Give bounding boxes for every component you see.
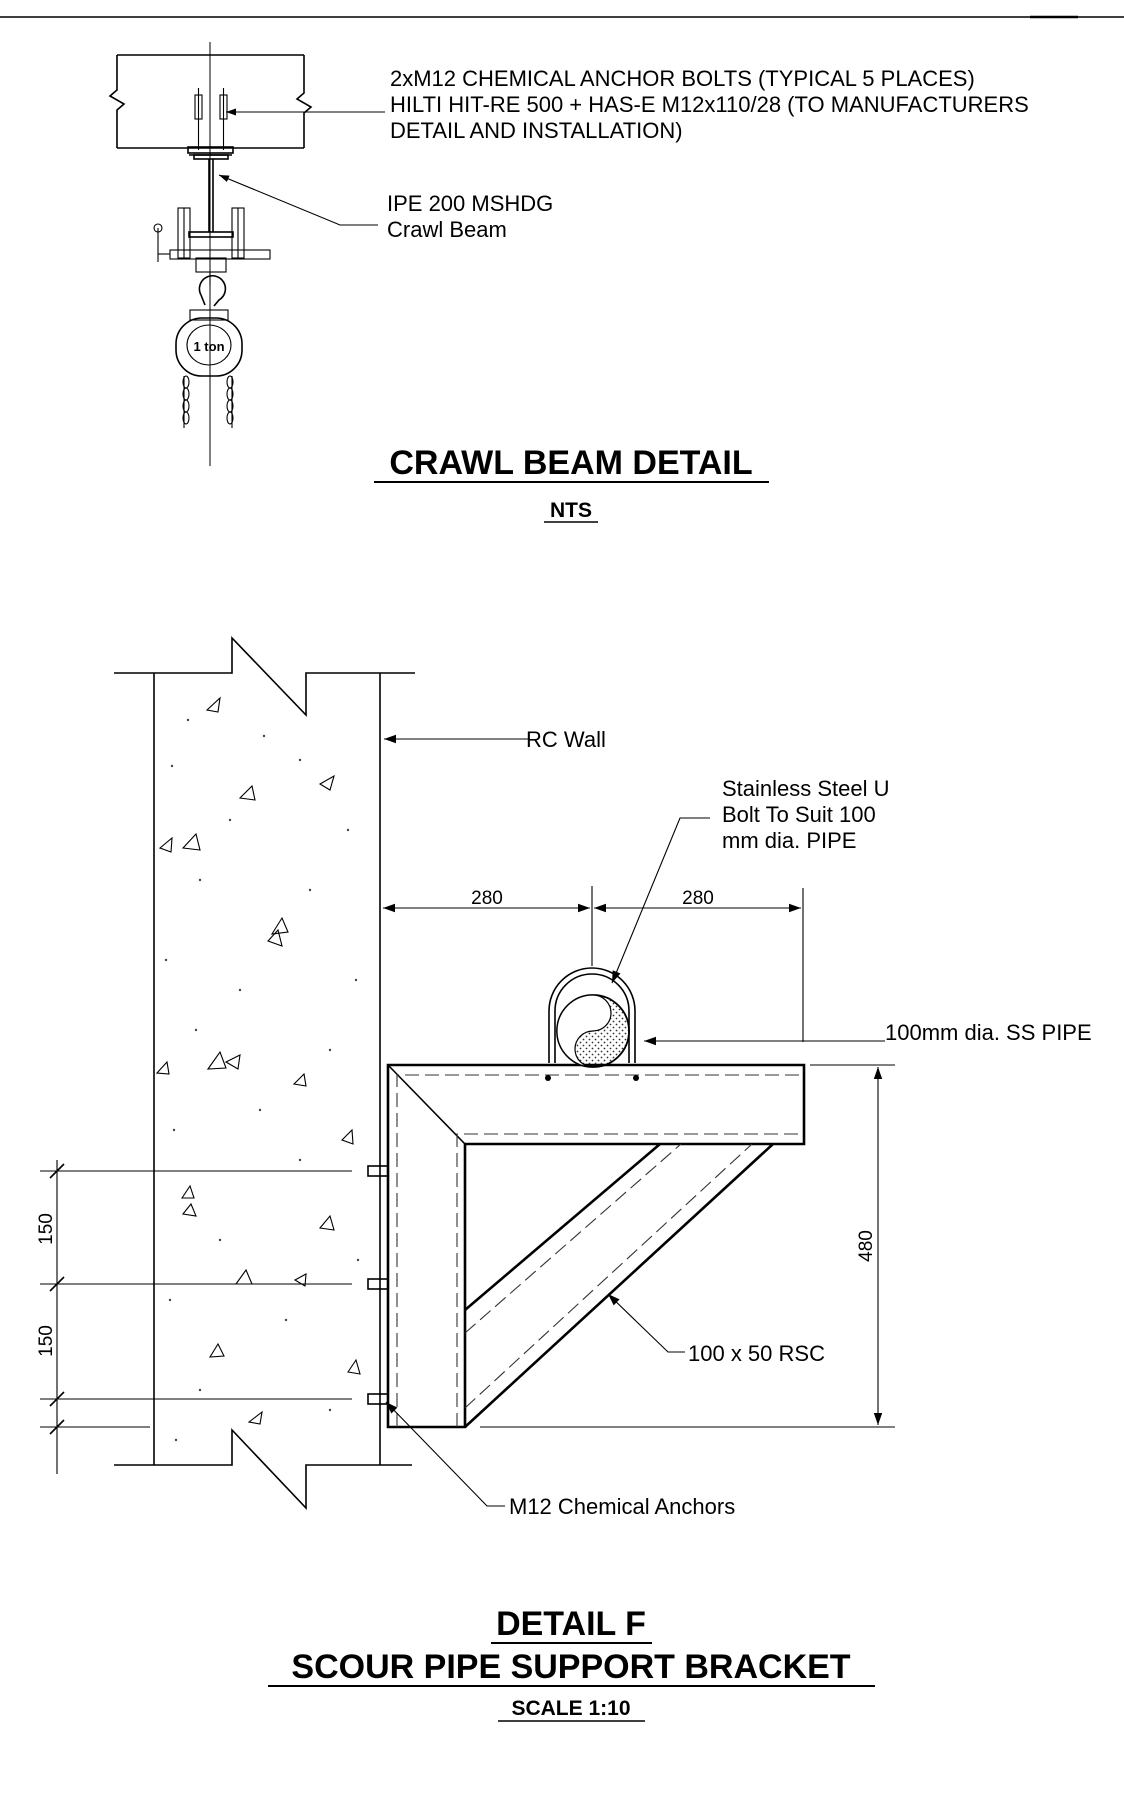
scour-pipe-title: SCOUR PIPE SUPPORT BRACKET [291,1648,850,1686]
m12-chemical-anchors [367,1165,389,1405]
rsc-leader [607,1293,685,1353]
ubolt-note-line-3: mm dia. PIPE [722,828,856,853]
detail-f-scour-pipe-bracket: 280 280 480 150 150 [36,636,1092,1722]
pipe-label: 100mm dia. SS PIPE [885,1020,1092,1045]
rsc-bracket [386,1063,806,1429]
ss-pipe-with-u-bolt [545,967,639,1081]
strut-lower-edge [464,1143,774,1428]
strut-upper-edge [464,1143,661,1311]
rsc-label: 100 x 50 RSC [688,1341,825,1366]
anchor-note-line-2: HILTI HIT-RE 500 + HAS-E M12x110/28 (TO … [390,92,1029,117]
rc-wall [114,636,415,1511]
dim-280-left: 280 [471,888,503,909]
dim-150-top: 150 [36,1213,57,1245]
detail-f-scale: SCALE 1:10 [511,1697,630,1720]
dim-480: 480 [856,1230,877,1262]
vertical-dimension-480: 480 [480,1064,895,1428]
chain-hoist: 1 ton [175,272,243,428]
crawl-beam-detail: 1 ton 2xM12 CHEMICAL ANCHOR BOLTS (TYPIC… [108,42,1029,523]
hoist-capacity-label: 1 ton [193,339,224,354]
crawl-beam-title: CRAWL BEAM DETAIL [389,444,752,482]
rc-wall-label: RC Wall [526,727,606,752]
horizontal-dimensions: 280 280 [383,886,804,1042]
crawl-beam-scale: NTS [550,499,592,522]
beam-trolley [153,207,271,273]
anchors-label: M12 Chemical Anchors [509,1494,735,1519]
anchor-note-line-3: DETAIL AND INSTALLATION) [390,118,683,143]
anchors-leader [385,1401,505,1507]
ubolt-note-line-1: Stainless Steel U [722,776,890,801]
anchor-spacing-dimensions: 150 150 [36,1160,352,1474]
anchor-note-line-1: 2xM12 CHEMICAL ANCHOR BOLTS (TYPICAL 5 P… [390,66,975,91]
ipe-200-crawl-beam [188,154,234,238]
beam-note-line-2: Crawl Beam [387,217,507,242]
beam-leader [218,174,378,226]
detail-f-title: DETAIL F [496,1605,646,1643]
bracket-back-and-top-arm [386,1063,806,1429]
dim-150-bottom: 150 [36,1325,57,1357]
ubolt-note-line-2: Bolt To Suit 100 [722,802,876,827]
beam-note-line-1: IPE 200 MSHDG [387,191,553,216]
ubolt-leader [611,817,710,984]
dim-280-right: 280 [682,888,714,909]
